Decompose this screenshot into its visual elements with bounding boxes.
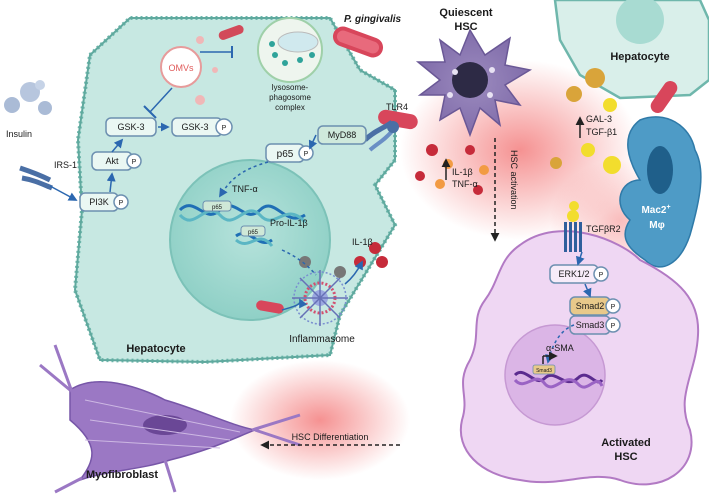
omv-vesicle-small [212, 67, 218, 73]
p65-dna-label: p65 [212, 205, 223, 211]
hepatocyte-nucleus [169, 159, 331, 321]
bacterium-icon [256, 300, 284, 314]
akt-label: Akt [105, 156, 119, 166]
omv-vesicle [160, 46, 202, 88]
myd88-box [317, 125, 367, 145]
hepatocyte-main-label: Hepatocyte [126, 343, 185, 355]
omv-vesicle-small [196, 36, 204, 44]
p-gingivalis-label: P. gingivalis [344, 14, 401, 25]
tgfbr2-label: TGFβR2 [586, 224, 621, 234]
insulin-molecules-icon [4, 80, 52, 115]
mac2-label: Mac2+ [641, 204, 670, 216]
asma-label: α-SMA [546, 343, 574, 353]
tlr4-receptor-icon [363, 120, 399, 152]
smad2-p-mark: P [611, 304, 616, 311]
akt-p-mark: P [132, 159, 137, 166]
tnfa-label: TNF-α [232, 184, 258, 194]
complex-label: complex [275, 103, 305, 112]
gsk3-p-mark: P [222, 125, 227, 132]
hsc-label: HSC [454, 21, 477, 33]
gal3-label: GAL-3 [586, 114, 612, 124]
p65-label: p65 [277, 149, 294, 160]
irs1-label: IRS-1 [54, 160, 77, 170]
lysosome-label: lysosome- [272, 83, 309, 92]
myd88-label: MyD88 [328, 130, 357, 140]
dna-strand-icon [513, 371, 604, 389]
hepatocyte-top-nucleus [616, 0, 664, 44]
smad3-label: Smad3 [576, 320, 605, 330]
tlr4-label: TLR4 [386, 102, 408, 112]
mphi-label: Mφ [649, 220, 664, 231]
myofibroblast-cell [39, 344, 301, 494]
tgfb1-label: TGF-β1 [586, 127, 617, 137]
bacterium-icon [218, 25, 244, 40]
bacterium-icon [332, 26, 384, 58]
il1b-cytokine-label: IL-1β [452, 167, 473, 177]
inflammation-glow [230, 360, 410, 480]
smad3-p-mark: P [611, 323, 616, 330]
phagosome-label: phagosome [269, 93, 311, 102]
omvs-label: OMVs [168, 63, 194, 73]
tgfbr2-receptor-icon [564, 210, 582, 252]
il1b-label: IL-1β [352, 237, 373, 247]
pro-il1b-label: Pro-IL-1β [270, 218, 308, 228]
smad2-label: Smad2 [576, 301, 605, 311]
quiescent-label: Quiescent [439, 7, 493, 19]
hepatocyte-top-label: Hepatocyte [610, 51, 669, 63]
quiescent-hsc-cell [415, 28, 533, 138]
myofibroblast-label: Myofibroblast [86, 469, 158, 481]
pi3k-p-mark: P [119, 200, 124, 207]
mac2-macrophage-cell [619, 116, 702, 268]
inflammasome-icon [292, 270, 348, 326]
gsk3-p-label: GSK-3 [181, 122, 208, 132]
omv-vesicle-small [195, 95, 205, 105]
gsk3-label: GSK-3 [117, 122, 144, 132]
irs1-receptor-icon [19, 165, 53, 191]
gsk3-box [105, 117, 157, 137]
hsc-differentiation-label: HSC Differentiation [292, 432, 369, 442]
erk-label: ERK1/2 [558, 269, 589, 279]
dna-strand-icon [178, 204, 307, 247]
activated-hsc-label: HSC [614, 451, 637, 463]
tnfa-cytokine-label: TNF-α [452, 179, 478, 189]
bacterium-icon [650, 80, 678, 114]
p65-p-mark: P [304, 151, 309, 158]
hsc-activation-label: HSC activation [509, 150, 519, 210]
p65-dna-label-2: p65 [248, 230, 259, 236]
activated-label: Activated [601, 437, 651, 449]
smad-dna-label: Smad3 [536, 368, 552, 374]
pi3k-label: PI3K [89, 197, 109, 207]
inflammasome-label: Inflammasome [289, 334, 355, 345]
erk-p-mark: P [599, 272, 604, 279]
insulin-label: Insulin [6, 129, 32, 139]
